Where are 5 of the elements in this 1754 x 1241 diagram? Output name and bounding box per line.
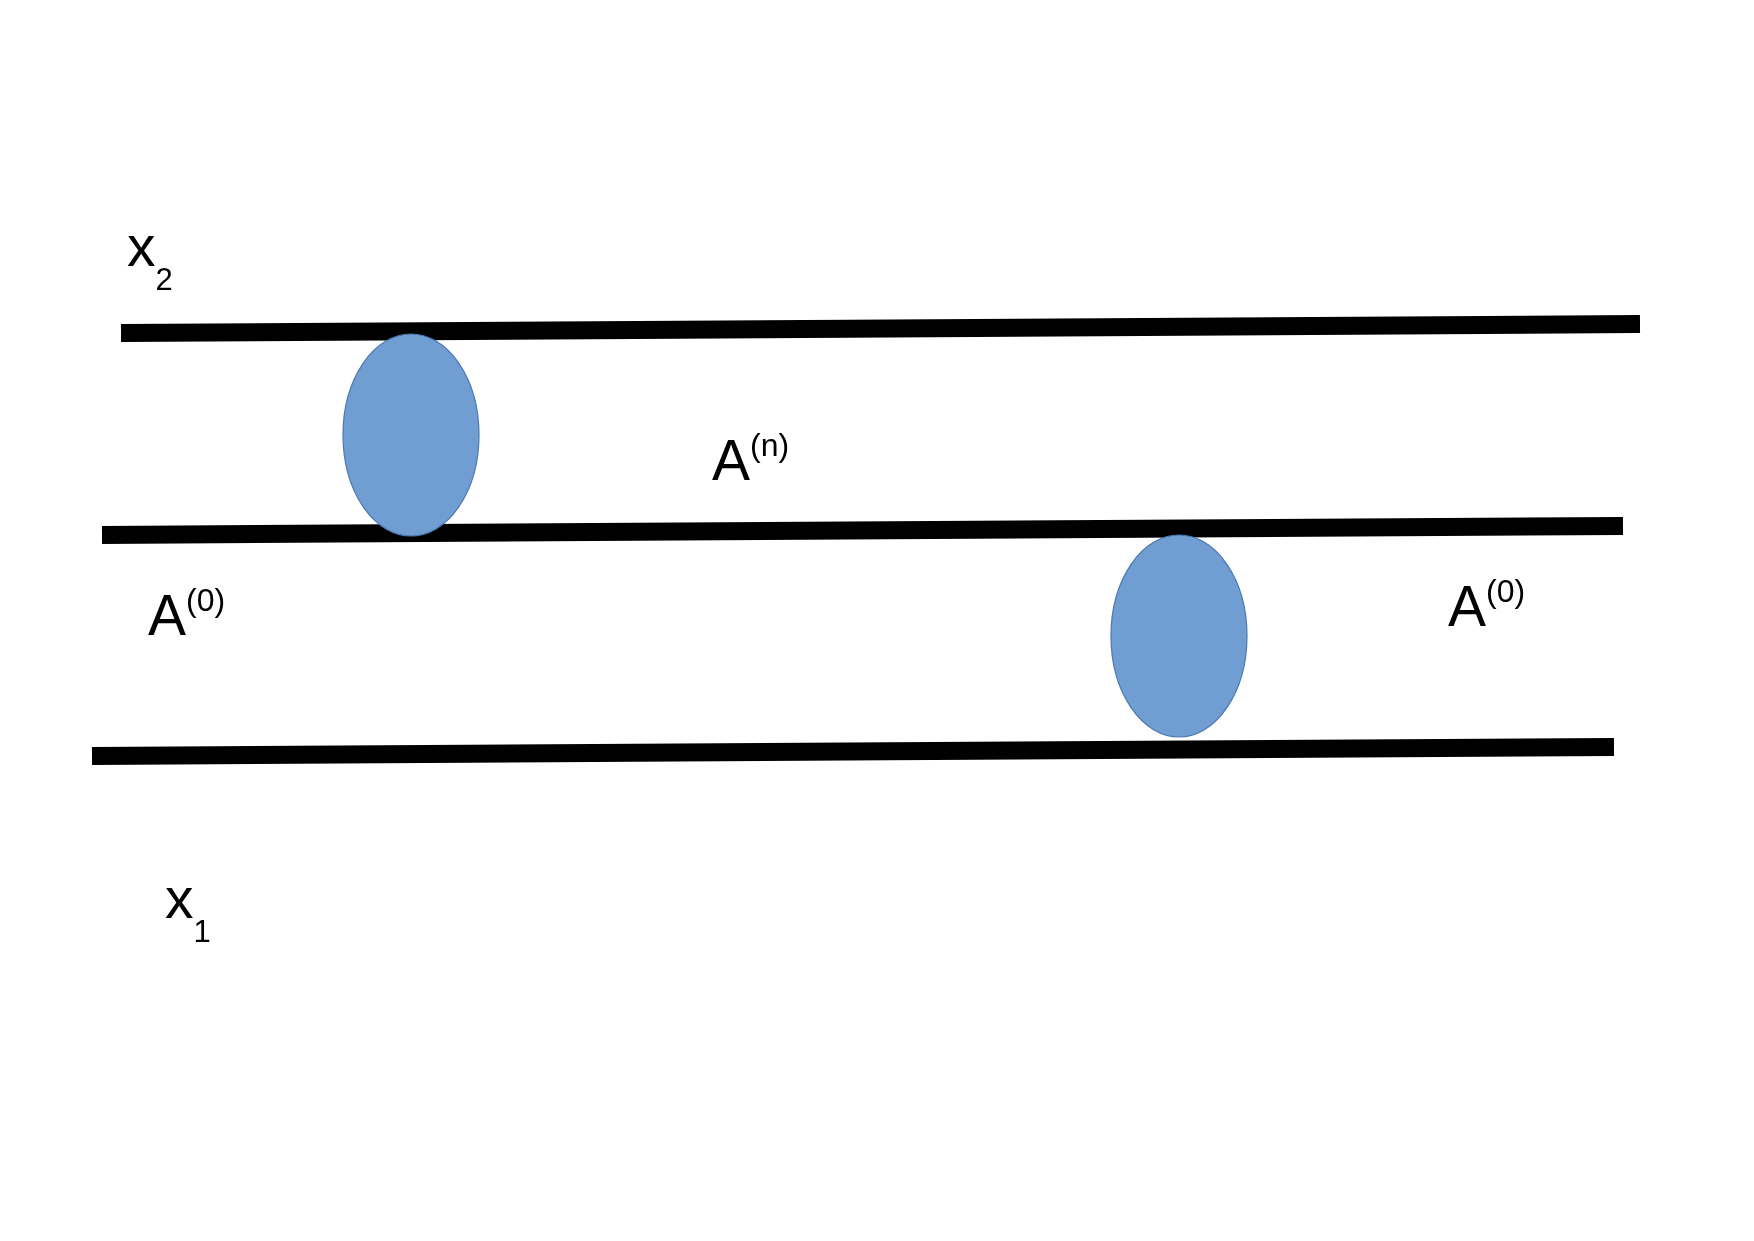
region-label: A$^{(0)}$ xyxy=(1448,575,1526,635)
region-label: A$^{(n)}$ xyxy=(712,429,790,489)
axis-label: x$_{2}$ xyxy=(127,218,173,295)
region-label: A$^{(0)}$ xyxy=(148,584,226,644)
axis-label: x$_{1}$ xyxy=(165,870,211,947)
